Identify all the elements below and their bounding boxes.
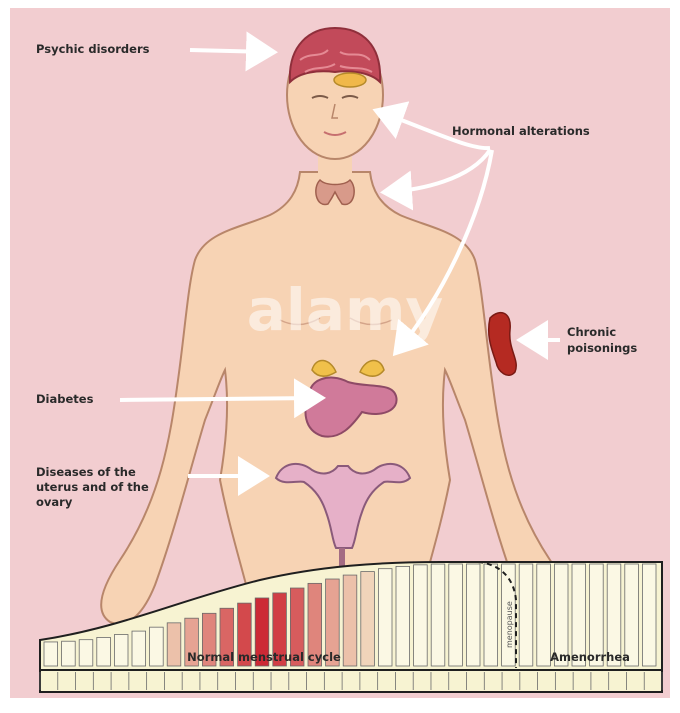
label-hormonal-alterations: Hormonal alterations (452, 124, 590, 138)
label-diabetes: Diabetes (36, 392, 94, 406)
timeline-bar (537, 564, 551, 666)
timeline-bar (97, 637, 111, 666)
pituitary-icon (334, 73, 366, 87)
label-chronic-line-2: poisonings (567, 341, 637, 355)
timeline-bar (484, 564, 498, 666)
watermark-logo: alamy (247, 276, 443, 344)
timeline-bar (79, 640, 93, 666)
timeline-bar (62, 641, 76, 666)
timeline-bar (519, 564, 533, 666)
timeline-bar (466, 564, 480, 666)
timeline-bar (396, 566, 410, 666)
timeline-bar (167, 623, 181, 666)
timeline-bar (361, 572, 375, 666)
timeline-bar (132, 631, 146, 666)
timeline-bar (431, 564, 445, 666)
label-uterus-line-3: ovary (36, 495, 73, 509)
arrow-diabetes (120, 398, 318, 400)
timeline-bar (44, 642, 58, 666)
label-uterus-line-2: uterus and of the (36, 480, 149, 494)
timeline-bar (114, 635, 128, 666)
label-amenorrhea: Amenorrhea (550, 650, 630, 664)
timeline-bar (642, 564, 656, 666)
timeline-bar (150, 627, 164, 666)
label-menopause: menopause (505, 601, 514, 648)
timeline-bar (343, 575, 357, 666)
timeline-bar (449, 564, 463, 666)
timeline-bar (378, 569, 392, 666)
arrow-psychic (190, 50, 270, 52)
label-uterus-line-1: Diseases of the (36, 465, 136, 479)
timeline-bar (414, 565, 428, 666)
label-chronic-line-1: Chronic (567, 325, 616, 339)
label-psychic-disorders: Psychic disorders (36, 42, 150, 56)
label-normal-cycle: Normal menstrual cycle (187, 650, 341, 664)
timeline-ruler (40, 670, 662, 692)
